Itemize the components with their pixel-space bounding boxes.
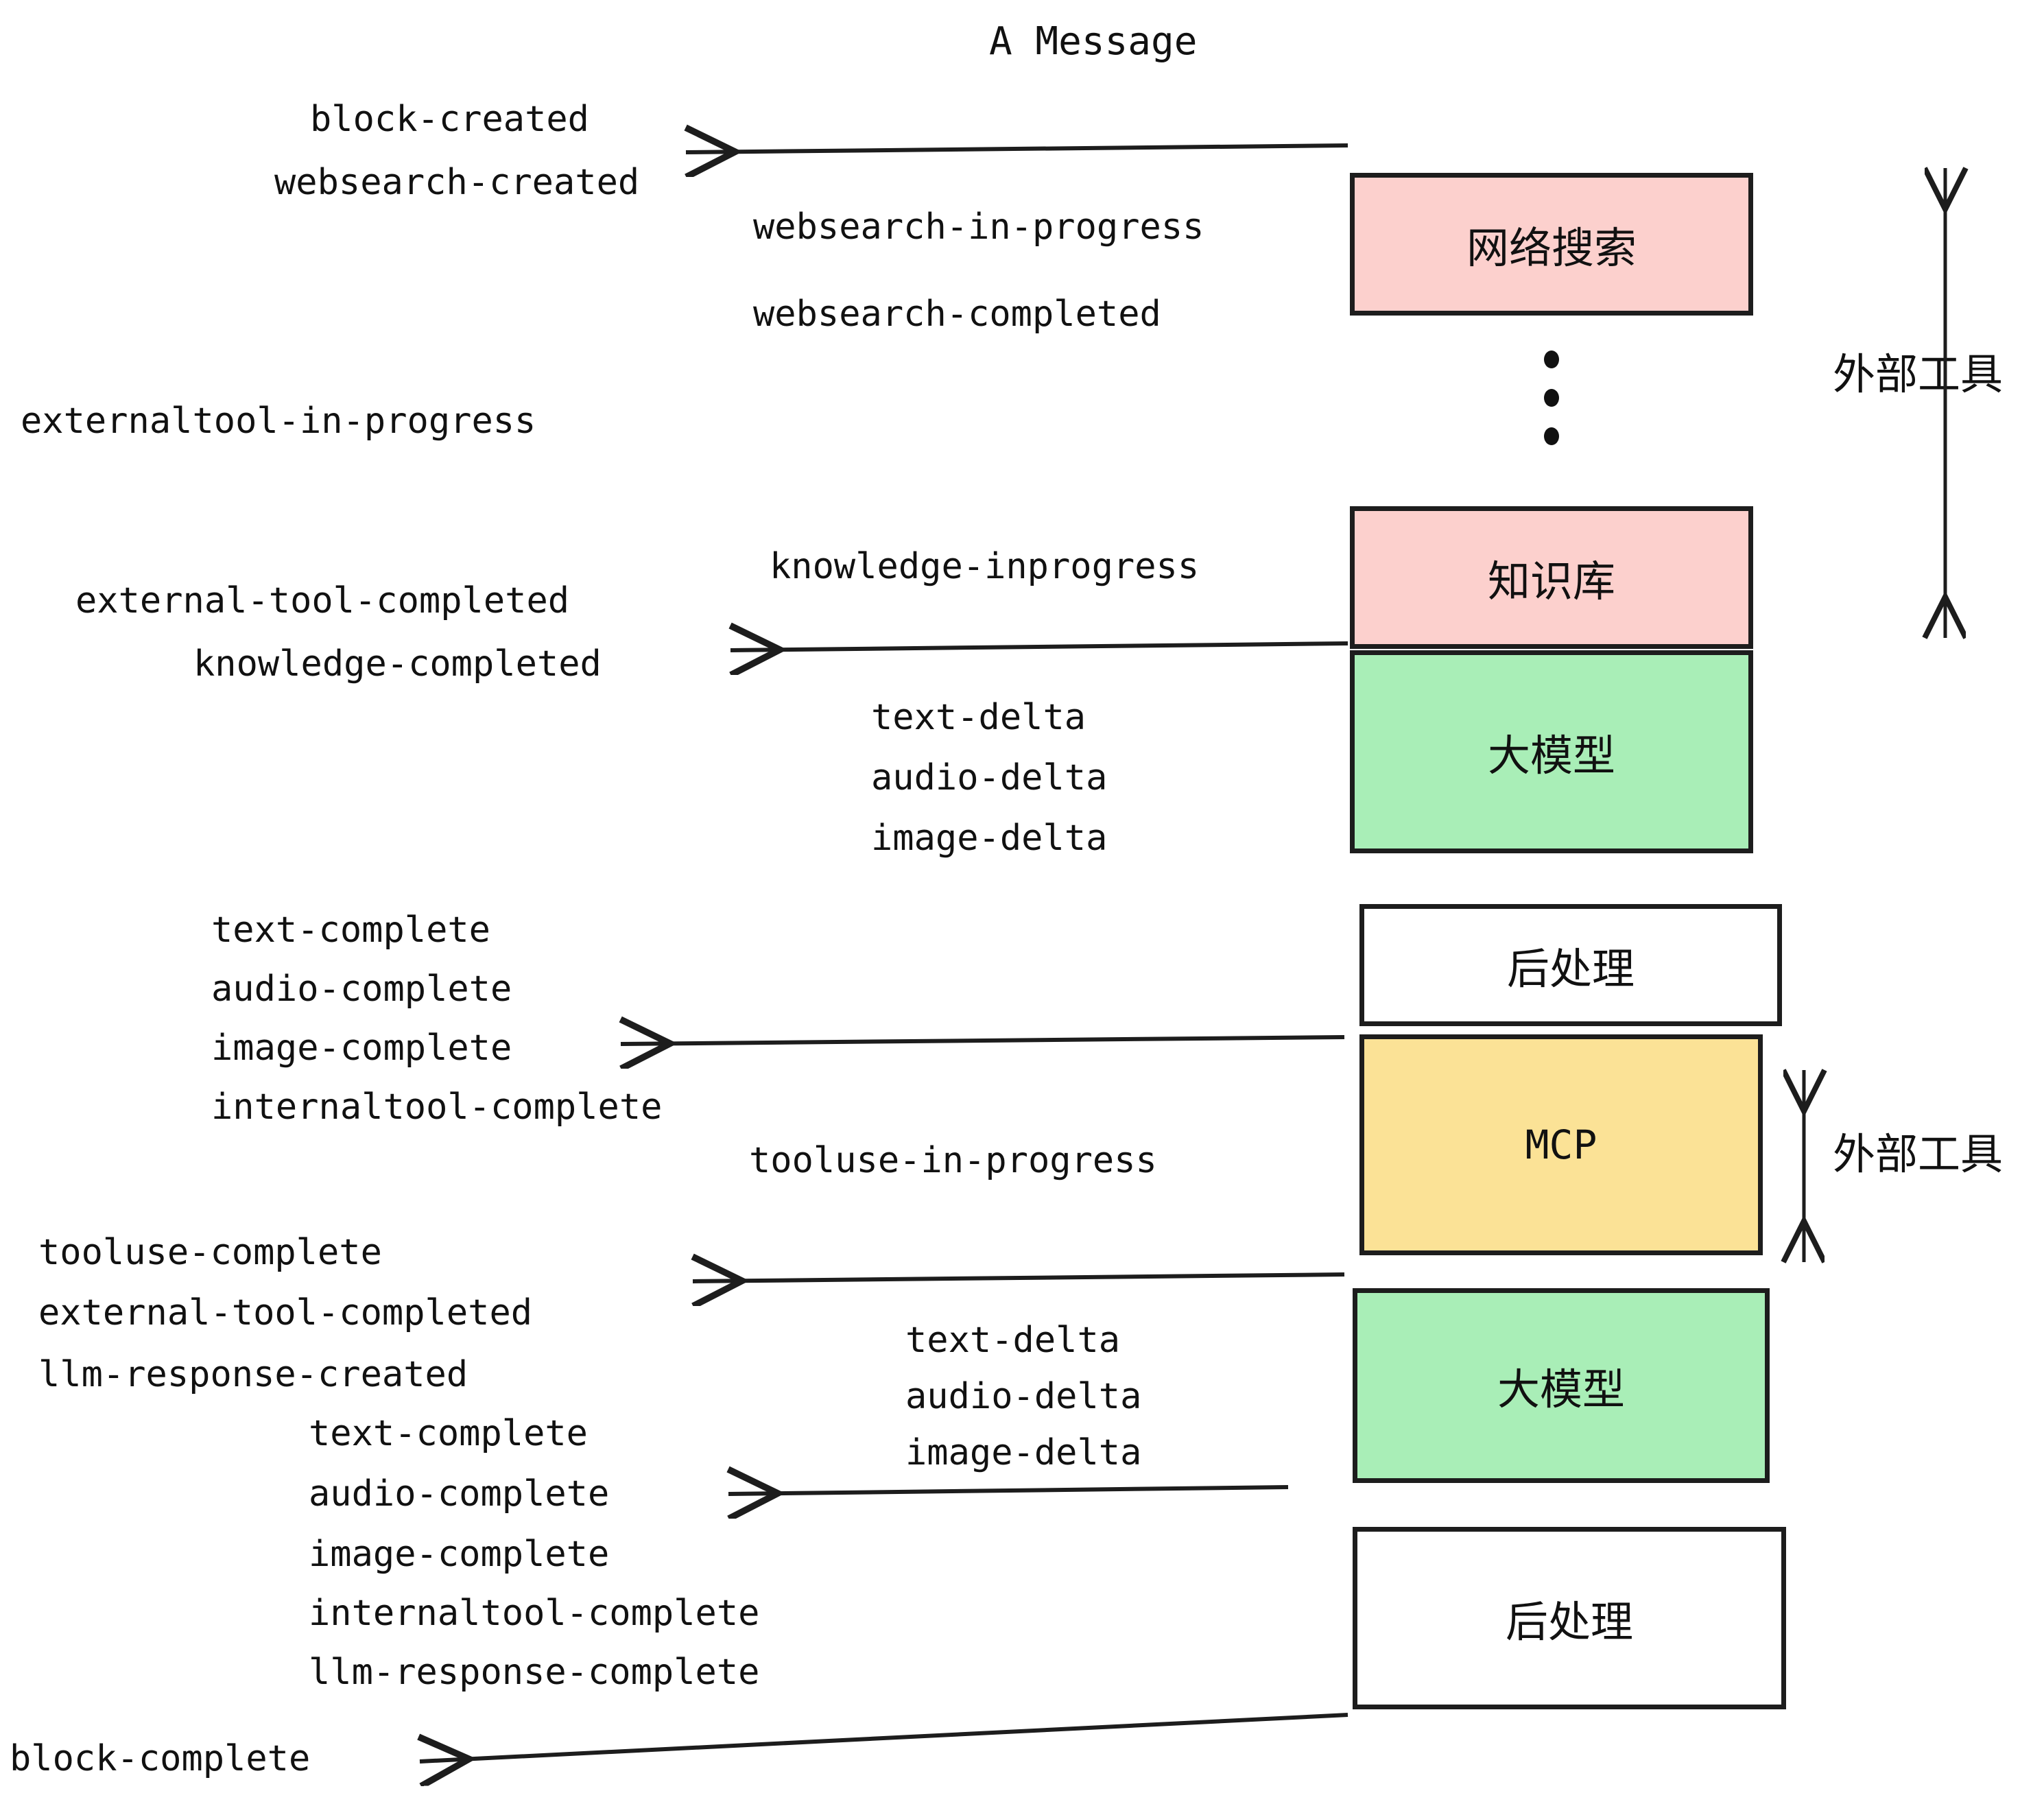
component-box-knowledge: 知识库 — [1350, 506, 1753, 649]
arrow-audio-complete — [728, 1487, 1289, 1494]
event-label-externaltool-in-progress: externaltool-in-progress — [21, 401, 536, 442]
component-box-label: MCP — [1525, 1121, 1597, 1168]
event-label-audio-complete-2: audio-complete — [309, 1473, 610, 1515]
ellipsis-dot — [1544, 389, 1559, 407]
component-box-post-upper: 后处理 — [1359, 904, 1782, 1026]
event-label-block-complete: block-complete — [10, 1738, 311, 1779]
event-label-text-complete-2: text-complete — [309, 1413, 588, 1454]
event-label-external-tool-completed-1: external-tool-completed — [75, 580, 570, 621]
event-label-tooluse-in-progress: tooluse-in-progress — [749, 1140, 1157, 1181]
event-label-llm-response-created: llm-response-created — [38, 1354, 468, 1395]
component-box-websearch: 网络搜索 — [1350, 173, 1753, 316]
event-label-text-delta-1: text-delta — [871, 697, 1086, 738]
arrow-block-created — [686, 145, 1348, 152]
event-label-audio-delta-1: audio-delta — [871, 757, 1108, 798]
event-label-text-delta-2: text-delta — [905, 1320, 1121, 1361]
event-label-image-delta-1: image-delta — [871, 818, 1108, 859]
event-label-internaltool-complete-2: internaltool-complete — [309, 1593, 760, 1634]
component-box-llm-upper: 大模型 — [1350, 650, 1753, 853]
event-label-internaltool-complete-1: internaltool-complete — [211, 1087, 663, 1128]
component-box-llm-lower: 大模型 — [1353, 1288, 1770, 1483]
component-box-label: 后处理 — [1506, 944, 1635, 994]
event-label-tooluse-complete: tooluse-complete — [38, 1232, 382, 1273]
event-label-external-tool-completed-2: external-tool-completed — [38, 1292, 533, 1333]
component-box-label: 知识库 — [1487, 556, 1615, 606]
event-label-image-complete-1: image-complete — [211, 1028, 512, 1069]
event-label-image-complete-2: image-complete — [309, 1534, 610, 1575]
event-label-websearch-completed: websearch-completed — [753, 294, 1161, 335]
event-label-audio-complete-1: audio-complete — [211, 969, 512, 1010]
arrow-tooluse-complete — [693, 1274, 1345, 1281]
event-label-text-complete-1: text-complete — [211, 910, 490, 951]
event-label-websearch-created: websearch-created — [274, 162, 640, 203]
event-label-audio-delta-2: audio-delta — [905, 1376, 1142, 1417]
side-annotation-external-tool-bottom: 外部工具 — [1833, 1129, 2004, 1179]
side-annotation-external-tool-top: 外部工具 — [1833, 349, 2004, 399]
event-label-llm-response-complete: llm-response-complete — [309, 1652, 760, 1693]
ellipsis-dot — [1544, 351, 1559, 368]
component-box-label: 大模型 — [1497, 1364, 1625, 1414]
component-box-label: 大模型 — [1487, 731, 1615, 781]
page-title: A Message — [989, 19, 1198, 64]
component-box-mcp: MCP — [1359, 1034, 1763, 1255]
event-label-knowledge-inprogress: knowledge-inprogress — [770, 546, 1200, 587]
arrow-knowledge — [730, 643, 1348, 650]
component-box-label: 后处理 — [1505, 1597, 1633, 1647]
ellipsis-dot — [1544, 427, 1559, 445]
event-label-knowledge-completed: knowledge-completed — [193, 643, 602, 685]
arrow-block-complete — [420, 1713, 1348, 1761]
event-label-block-created: block-created — [310, 99, 589, 140]
event-label-websearch-in-progress: websearch-in-progress — [753, 206, 1204, 248]
arrow-image-complete — [621, 1037, 1345, 1044]
component-box-post-lower: 后处理 — [1353, 1527, 1786, 1709]
component-box-label: 网络搜索 — [1466, 223, 1637, 273]
event-label-image-delta-2: image-delta — [905, 1432, 1142, 1473]
